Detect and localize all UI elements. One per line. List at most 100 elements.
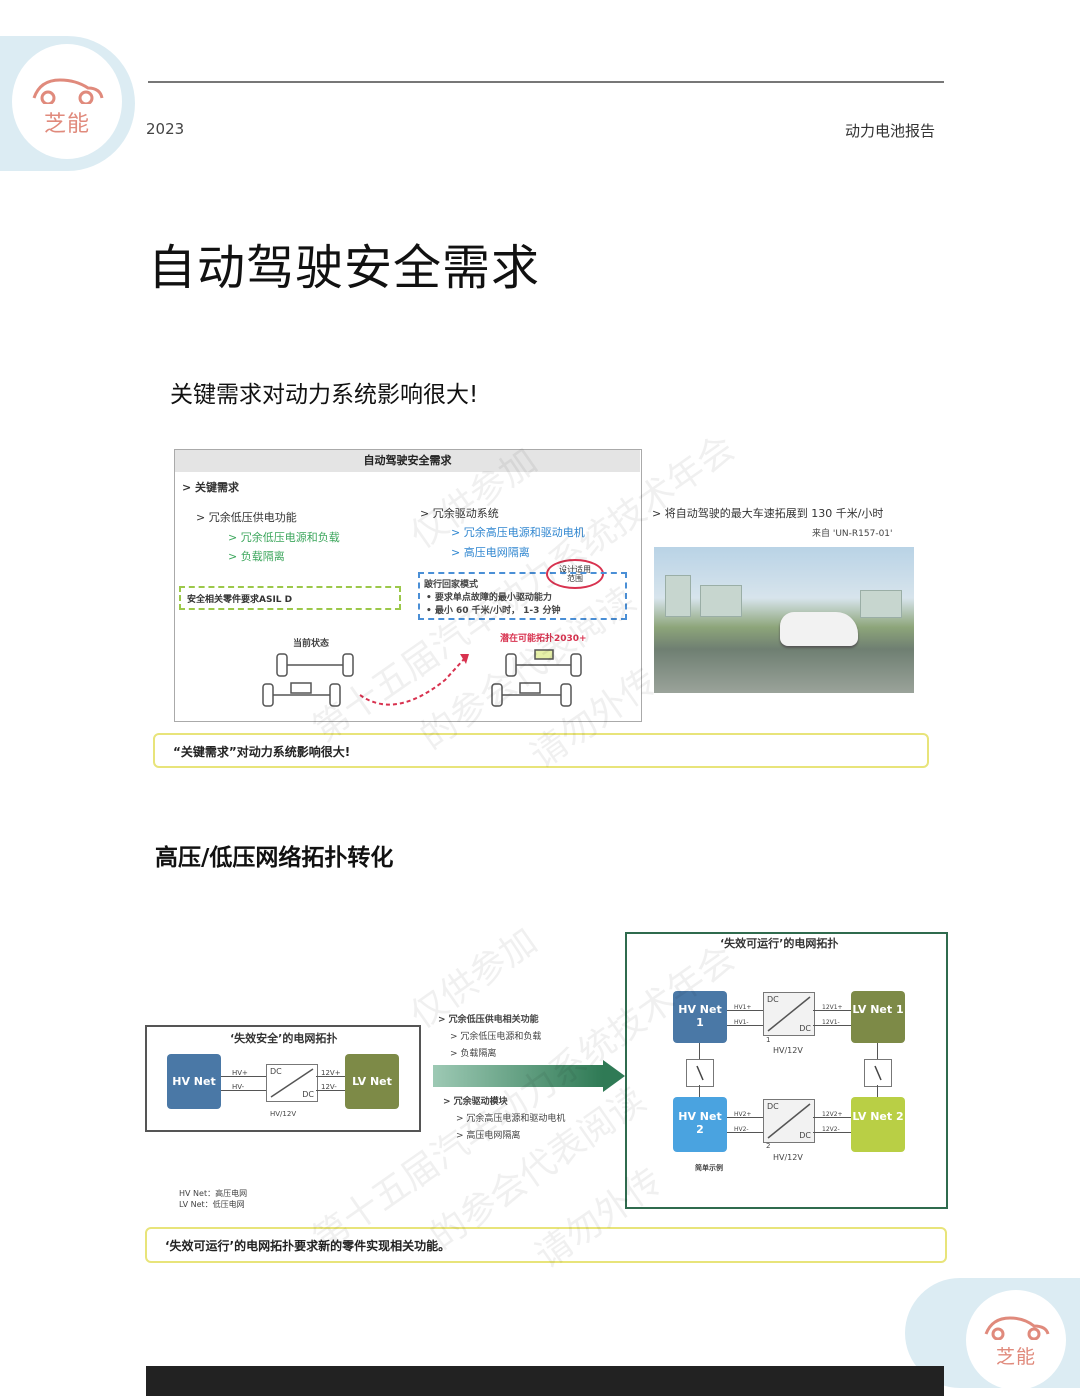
section2-title: 高压/低压网络拓扑转化 — [155, 845, 394, 871]
hv1-minus-label: HV1- — [734, 1019, 749, 1026]
hv-plus-label: HV+ — [232, 1069, 248, 1077]
legend-lv: LV Net：低压电网 — [179, 1200, 245, 1209]
current-drivetrain-icon — [262, 653, 354, 707]
section2-footer-note-box: ‘失效可运行’的电网拓扑要求新的零件实现相关功能。 — [145, 1227, 947, 1263]
12v1-minus-label: 12V1- — [822, 1019, 840, 1026]
hv-net-box: HV Net — [167, 1054, 221, 1109]
wire — [813, 1010, 851, 1011]
car-logo-icon — [984, 1316, 1050, 1340]
redundant-drive-item: > 冗余高压电源和驱动电机 — [451, 526, 585, 539]
limp-home-item: • 最小 60 千米/小时， 1-3 分钟 — [426, 606, 561, 616]
section2-footer-note: ‘失效可运行’的电网拓扑要求新的零件实现相关功能。 — [165, 1239, 451, 1253]
hv-net1-box: HV Net 1 — [673, 991, 727, 1043]
mid-drive-item: > 高压电网隔离 — [456, 1131, 521, 1141]
building-shape — [700, 585, 742, 617]
redundant-drive-item: > 高压电网隔离 — [451, 546, 530, 559]
redundant-lv-label: > 冗余低压供电功能 — [196, 511, 297, 524]
page-title: 自动驾驶安全需求 — [148, 240, 541, 296]
key-requirements-label: > 关键需求 — [182, 481, 240, 494]
dc-dc-converter-2-icon: DC DC — [763, 1099, 815, 1143]
legend-hv: HV Net：高压电网 — [179, 1189, 248, 1198]
dc-dc-converter-1-icon: DC DC — [763, 992, 815, 1036]
fail-safe-title: ‘失效安全’的电网拓扑 — [230, 1032, 338, 1045]
mid-lv-item: > 冗余低压电源和负载 — [450, 1032, 542, 1042]
redundant-drive-label: > 冗余驱动系统 — [420, 507, 499, 520]
source-note: 来自 'UN-R157-01' — [812, 529, 893, 539]
logo-text: 芝能 — [996, 1346, 1037, 1368]
wire — [813, 1132, 851, 1133]
fail-operational-title: ‘失效可运行’的电网拓扑 — [720, 937, 839, 950]
arrow-head-icon — [603, 1060, 625, 1092]
section1-footer-note: “关键需求”对动力系统影响很大! — [173, 745, 351, 759]
hv-12v-label-2: HV/12V — [773, 1153, 803, 1162]
hv2-plus-label: HV2+ — [734, 1111, 752, 1118]
mid-lv-title: > 冗余低压供电相关功能 — [438, 1015, 539, 1025]
fail-operational-topology-box — [625, 932, 948, 1209]
lv-net2-box: LV Net 2 — [851, 1097, 905, 1152]
transition-arrow — [359, 657, 466, 706]
hv-minus-label: HV- — [232, 1083, 245, 1091]
wire — [316, 1076, 345, 1077]
limp-home-item: • 要求单点故障的最小驱动能力 — [426, 593, 552, 603]
wire — [727, 1132, 763, 1133]
simple-example-label: 简单示例 — [695, 1164, 723, 1172]
hv-12v-label-1: HV/12V — [773, 1046, 803, 1055]
isolation-switch-icon — [686, 1059, 714, 1087]
wire — [813, 1025, 851, 1026]
report-title: 动力电池报告 — [845, 122, 936, 140]
wire — [221, 1090, 266, 1091]
design-scope-text: 设计适用范围 — [559, 565, 591, 583]
mid-drive-item: > 冗余高压电源和驱动电机 — [456, 1114, 566, 1124]
current-state-label: 当前状态 — [293, 639, 330, 649]
future-topology-label: 潜在可能拓扑2030+ — [500, 634, 587, 644]
converter-number: 1 — [766, 1036, 771, 1044]
wire — [813, 1117, 851, 1118]
dc-dc-converter-icon: DC DC — [266, 1064, 318, 1102]
hv-net2-box: HV Net 2 — [673, 1097, 727, 1152]
mid-drive-title: > 冗余驱动模块 — [443, 1097, 508, 1107]
logo-text: 芝能 — [44, 112, 91, 137]
logo-badge-top: 芝能 — [12, 44, 122, 159]
car-logo-icon — [32, 78, 104, 104]
redundant-lv-item: > 冗余低压电源和负载 — [228, 531, 340, 544]
hv2-minus-label: HV2- — [734, 1126, 749, 1133]
converter-number: 2 — [766, 1142, 771, 1150]
limp-home-box: 跛行回家模式 • 要求单点故障的最小驱动能力 • 最小 60 千米/小时， 1-… — [418, 572, 627, 620]
limp-home-title: 跛行回家模式 — [424, 580, 479, 590]
car-shape — [780, 612, 858, 646]
wire — [727, 1025, 763, 1026]
wire — [877, 1043, 878, 1059]
12v1-plus-label: 12V1+ — [822, 1004, 843, 1011]
12v2-plus-label: 12V2+ — [822, 1111, 843, 1118]
wire — [877, 1085, 878, 1097]
wire — [727, 1010, 763, 1011]
hv-12v-label: HV/12V — [270, 1110, 297, 1118]
section1-subtitle: 关键需求对动力系统影响很大! — [170, 382, 479, 408]
slide1-header: 自动驾驶安全需求 — [175, 450, 640, 472]
header-rule — [148, 81, 944, 83]
building-shape — [665, 575, 691, 617]
wire — [699, 1085, 700, 1097]
mid-lv-item: > 负载隔离 — [450, 1049, 497, 1059]
section1-footer-note-box: “关键需求”对动力系统影响很大! — [153, 733, 929, 768]
drivetrain-diagram — [262, 649, 582, 707]
hv1-plus-label: HV1+ — [734, 1004, 752, 1011]
12v-plus-label: 12V+ — [321, 1069, 341, 1077]
future-drivetrain-icon — [491, 649, 582, 707]
footer-bar — [146, 1366, 944, 1396]
12v2-minus-label: 12V2- — [822, 1126, 840, 1133]
wire — [699, 1043, 700, 1059]
report-year: 2023 — [146, 120, 185, 138]
building-shape — [860, 590, 902, 618]
transformation-arrow — [433, 1065, 603, 1087]
isolation-switch-icon — [864, 1059, 892, 1087]
asil-box: 安全相关零件要求ASIL D — [179, 586, 401, 610]
lv-net-box: LV Net — [345, 1054, 399, 1109]
wire — [727, 1117, 763, 1118]
12v-minus-label: 12V- — [321, 1083, 337, 1091]
redundant-lv-item: > 负载隔离 — [228, 550, 285, 563]
logo-badge-bottom: 芝能 — [966, 1290, 1066, 1390]
design-scope-badge: 设计适用范围 — [546, 559, 604, 589]
asil-label: 安全相关零件要求ASIL D — [187, 595, 293, 605]
wire — [221, 1076, 266, 1077]
